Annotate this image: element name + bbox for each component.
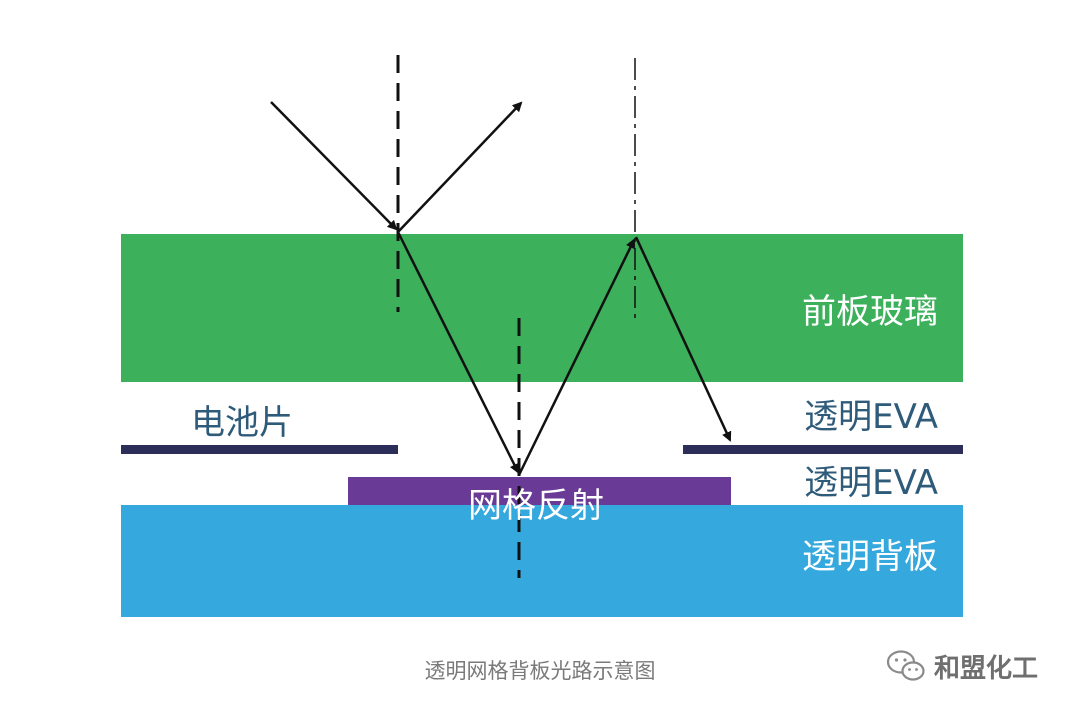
- label-front-glass: 前板玻璃: [802, 292, 938, 332]
- reflected-ray: [397, 101, 523, 233]
- watermark-text: 和盟化工: [934, 653, 1039, 684]
- wechat-icon: [886, 650, 925, 681]
- incident-ray: [270, 101, 398, 231]
- grid-reflector-layer: [348, 477, 731, 505]
- label-back-sheet: 透明背板: [802, 537, 938, 577]
- refracted-ray: [396, 231, 520, 474]
- label-eva-bottom: 透明EVA: [804, 463, 938, 503]
- label-cell: 电池片: [191, 403, 293, 443]
- label-grid-reflector: 网格反射: [468, 486, 604, 526]
- back-sheet-layer: [121, 505, 963, 617]
- label-eva-top: 透明EVA: [804, 397, 938, 437]
- solar-cell-right: [683, 445, 963, 454]
- grid-reflected-ray: [517, 238, 636, 476]
- figure-caption: 透明网格背板光路示意图: [424, 659, 656, 683]
- glass-reflected-ray: [634, 236, 732, 442]
- front-glass-layer: [121, 234, 963, 382]
- solar-cell-left: [121, 445, 398, 454]
- watermark: 和盟化工: [886, 648, 1038, 684]
